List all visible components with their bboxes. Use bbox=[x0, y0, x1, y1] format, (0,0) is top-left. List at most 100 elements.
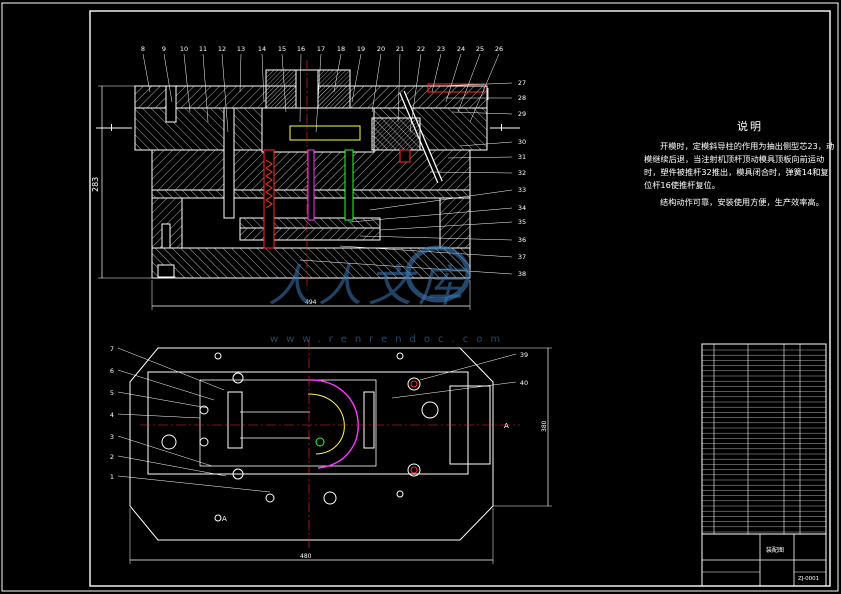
return-pin bbox=[263, 149, 275, 249]
callout-35: 35 bbox=[518, 218, 526, 226]
callout-2: 2 bbox=[110, 453, 114, 461]
ejector-pin bbox=[344, 149, 354, 221]
slider-guide-left bbox=[227, 391, 243, 449]
clamp-screw bbox=[165, 85, 177, 123]
callout-20: 20 bbox=[377, 45, 385, 53]
callout-18: 18 bbox=[337, 45, 345, 53]
callout-39: 39 bbox=[520, 351, 528, 359]
callout-27: 27 bbox=[518, 79, 526, 87]
callout-25: 25 bbox=[476, 45, 484, 53]
title-block: 装配图 ZJ-0001 bbox=[702, 533, 826, 586]
callout-13: 13 bbox=[237, 45, 245, 53]
dim-width-elev: 494 bbox=[305, 299, 317, 306]
callout-10: 10 bbox=[180, 45, 188, 53]
guide-bush-hole-2 bbox=[421, 401, 439, 419]
callout-21: 21 bbox=[396, 45, 404, 53]
callout-22: 22 bbox=[417, 45, 425, 53]
callout-33: 33 bbox=[518, 186, 526, 194]
callout-14: 14 bbox=[258, 45, 266, 53]
screw-hole-b bbox=[407, 463, 421, 477]
inner-frame bbox=[89, 10, 831, 587]
callout-7: 7 bbox=[110, 345, 114, 353]
socket-screw-left bbox=[161, 223, 171, 249]
notes-paragraph-1: 开模时，定模斜导柱的作用为抽出侧型芯23，动模继续后退，当注射机顶杆顶动模具顶板… bbox=[644, 141, 835, 190]
callouts-top: 8 9 10 11 12 13 14 15 16 17 18 19 20 21 22 23 24 25 26 bbox=[141, 45, 503, 133]
callout-23: 23 bbox=[437, 45, 445, 53]
screw-hole-c bbox=[232, 372, 244, 384]
callout-16: 16 bbox=[297, 45, 305, 53]
core-insert bbox=[261, 107, 375, 153]
callout-29: 29 bbox=[518, 110, 526, 118]
watermark-logo bbox=[405, 245, 471, 303]
fixed-plate-outline bbox=[147, 371, 469, 475]
guide-pillar-left bbox=[223, 107, 235, 219]
watermark-url: www.renrendoc.com bbox=[270, 334, 509, 345]
runner-curve-outer bbox=[307, 379, 359, 469]
callout-40: 40 bbox=[520, 379, 528, 387]
callout-31: 31 bbox=[518, 153, 526, 161]
screw-hole-a bbox=[407, 377, 421, 391]
callout-24: 24 bbox=[457, 45, 465, 53]
callout-9: 9 bbox=[162, 45, 166, 53]
callout-37: 37 bbox=[518, 253, 526, 261]
callout-36: 36 bbox=[518, 236, 526, 244]
side-core-slider bbox=[371, 117, 421, 151]
callout-19: 19 bbox=[357, 45, 365, 53]
callout-34: 34 bbox=[518, 204, 526, 212]
drawing-name: 装配图 bbox=[766, 546, 784, 554]
ejector-hole-2 bbox=[199, 437, 209, 447]
return-spring bbox=[265, 159, 273, 209]
callout-26: 26 bbox=[495, 45, 503, 53]
callout-6: 6 bbox=[110, 367, 114, 375]
callout-3: 3 bbox=[110, 433, 114, 441]
callout-4: 4 bbox=[110, 411, 114, 419]
notes-panel: 说明 开模时，定模斜导柱的作用为抽出侧型芯23，动模继续后退，当注射机顶杆顶动模… bbox=[644, 118, 836, 213]
ejector-pin-center bbox=[307, 149, 315, 221]
cavity-insert-outline bbox=[199, 379, 377, 467]
notes-title: 说明 bbox=[737, 120, 763, 133]
plan-view bbox=[129, 340, 520, 550]
bottom-plate-outline bbox=[129, 347, 494, 541]
callouts-right: 27 28 29 30 31 32 33 34 35 36 37 38 bbox=[299, 79, 526, 278]
callout-38: 38 bbox=[518, 270, 526, 278]
section-mark-left: I bbox=[110, 123, 113, 134]
ejector-pin-mark bbox=[315, 437, 325, 447]
drawing-number: ZJ-0001 bbox=[798, 576, 819, 582]
screw-hole-d bbox=[232, 468, 244, 480]
dim-width-plan: 480 bbox=[300, 553, 312, 560]
parts-list-table bbox=[701, 343, 827, 587]
callout-11: 11 bbox=[199, 45, 207, 53]
dim-height-plan: 380 bbox=[541, 420, 548, 432]
callout-15: 15 bbox=[278, 45, 286, 53]
callout-12: 12 bbox=[218, 45, 226, 53]
ejector-hole-3 bbox=[323, 491, 337, 505]
socket-head-left bbox=[157, 264, 175, 278]
section-label-a-bottom: A bbox=[222, 515, 227, 523]
callouts-plan-left: 7 6 5 4 3 2 1 bbox=[110, 345, 271, 493]
callout-8: 8 bbox=[141, 45, 145, 53]
guide-bush-hole-1 bbox=[161, 434, 177, 450]
plastic-part bbox=[289, 125, 361, 141]
callout-1: 1 bbox=[110, 473, 114, 481]
elevation-view bbox=[134, 60, 489, 290]
section-mark-right: I bbox=[500, 123, 503, 134]
watermark-text: 人人文库 bbox=[268, 261, 468, 312]
callout-5: 5 bbox=[110, 389, 114, 397]
callout-30: 30 bbox=[518, 138, 526, 146]
notes-paragraph-2: 结构动作可靠，安装使用方便，生产效率高。 bbox=[660, 197, 824, 207]
callout-32: 32 bbox=[518, 169, 526, 177]
slider-guide-right bbox=[363, 391, 375, 449]
ejector-hole-4 bbox=[265, 493, 275, 503]
dim-height-elev: 283 bbox=[91, 177, 100, 192]
section-label-a-right: A bbox=[504, 422, 509, 430]
ejector-hole-1 bbox=[199, 405, 209, 415]
ejector-plate bbox=[239, 227, 381, 241]
callout-28: 28 bbox=[518, 94, 526, 102]
callout-17: 17 bbox=[317, 45, 325, 53]
slider-stop-screw bbox=[399, 149, 411, 163]
callouts-plan-right: 39 40 bbox=[391, 351, 528, 399]
runner-curve-inner bbox=[307, 393, 345, 455]
